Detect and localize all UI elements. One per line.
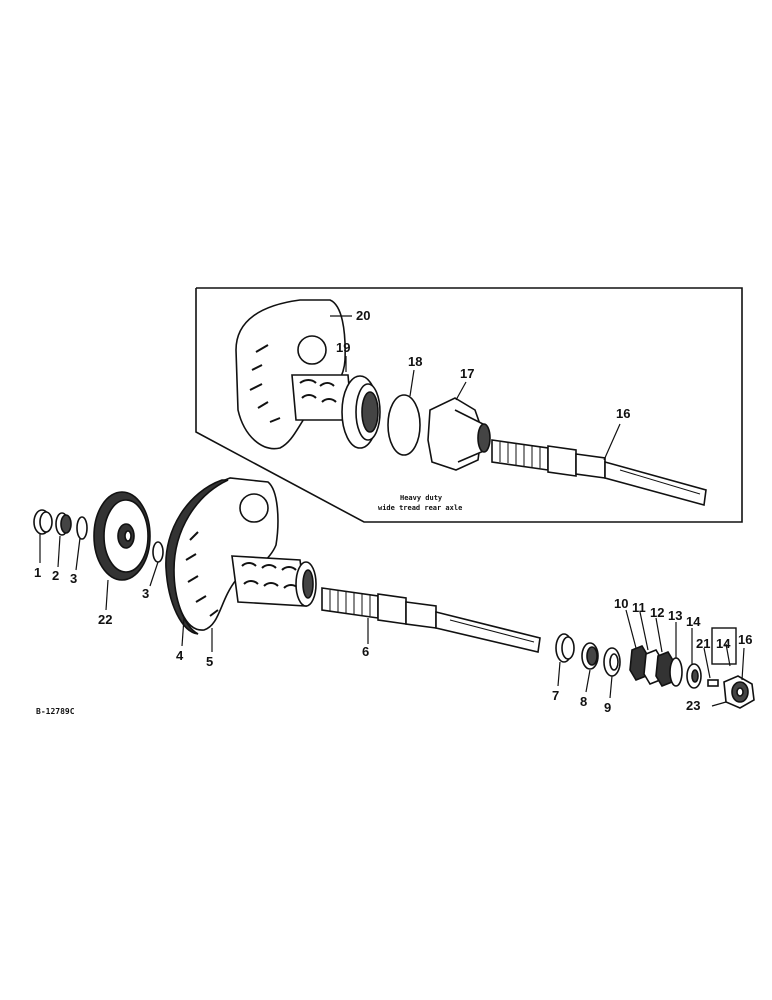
parts-10-13-nuts-washers	[629, 645, 683, 687]
inset-bearing-cage-18	[427, 397, 491, 471]
callout-9: 9	[604, 700, 611, 715]
callout-13: 13	[668, 608, 682, 623]
callout-20: 19	[336, 340, 350, 355]
callout-3-right: 3	[142, 586, 149, 601]
callout-21: 20	[356, 308, 370, 323]
inset-axle-housing	[235, 299, 381, 450]
callout-1: 1	[34, 565, 41, 580]
callout-5: 5	[206, 654, 213, 669]
part-23-bull-gear	[93, 491, 151, 581]
part-14-washer	[686, 663, 702, 689]
callout-12: 12	[650, 605, 664, 620]
callout-2: 2	[52, 568, 59, 583]
part-9-seal	[603, 647, 621, 677]
callout-19: 18	[408, 354, 422, 369]
callout-7: 7	[552, 688, 559, 703]
inset-panel	[195, 287, 743, 523]
part-1-bearing-cup	[33, 509, 53, 535]
callout-23: 22	[98, 612, 112, 627]
callout-leaders	[39, 315, 745, 707]
inset-caption-line2: wide tread rear axle	[378, 504, 462, 512]
part-2-bearing-cone	[55, 512, 72, 536]
inset-ring-19	[387, 394, 421, 456]
callout-10: 10	[614, 596, 628, 611]
callout-labels: 1 2 3 22 3 4 5 6 7 8 9 10 11 12 13 14 21…	[34, 308, 752, 716]
callout-16: 16	[738, 632, 752, 647]
part-8-bearing-cone	[581, 642, 599, 670]
inset-axle-shaft-17	[491, 439, 707, 507]
part-3-snap-ring	[76, 516, 88, 540]
part-3-snap-ring-right	[152, 541, 164, 563]
callout-15-box	[711, 627, 737, 665]
callout-14: 14	[686, 614, 701, 629]
callout-11: 11	[632, 600, 646, 615]
callout-24: 23	[686, 698, 700, 713]
callout-4: 4	[176, 648, 184, 663]
callout-3: 3	[70, 571, 77, 586]
callout-15: 14	[716, 636, 731, 651]
callout-22: 21	[696, 636, 710, 651]
part-22-pin	[707, 679, 719, 687]
part-6-axle-shaft	[321, 587, 541, 653]
callout-8: 8	[580, 694, 587, 709]
inset-caption-line1: Heavy duty	[400, 494, 443, 502]
part-16-cap	[723, 675, 755, 709]
callout-18: 17	[460, 366, 474, 381]
part-7-bearing-cup	[555, 633, 575, 663]
callout-17: 16	[616, 406, 630, 421]
callout-6: 6	[362, 644, 369, 659]
drawing-code: B-12789C	[36, 707, 75, 716]
part-5-axle-housing	[165, 477, 317, 635]
